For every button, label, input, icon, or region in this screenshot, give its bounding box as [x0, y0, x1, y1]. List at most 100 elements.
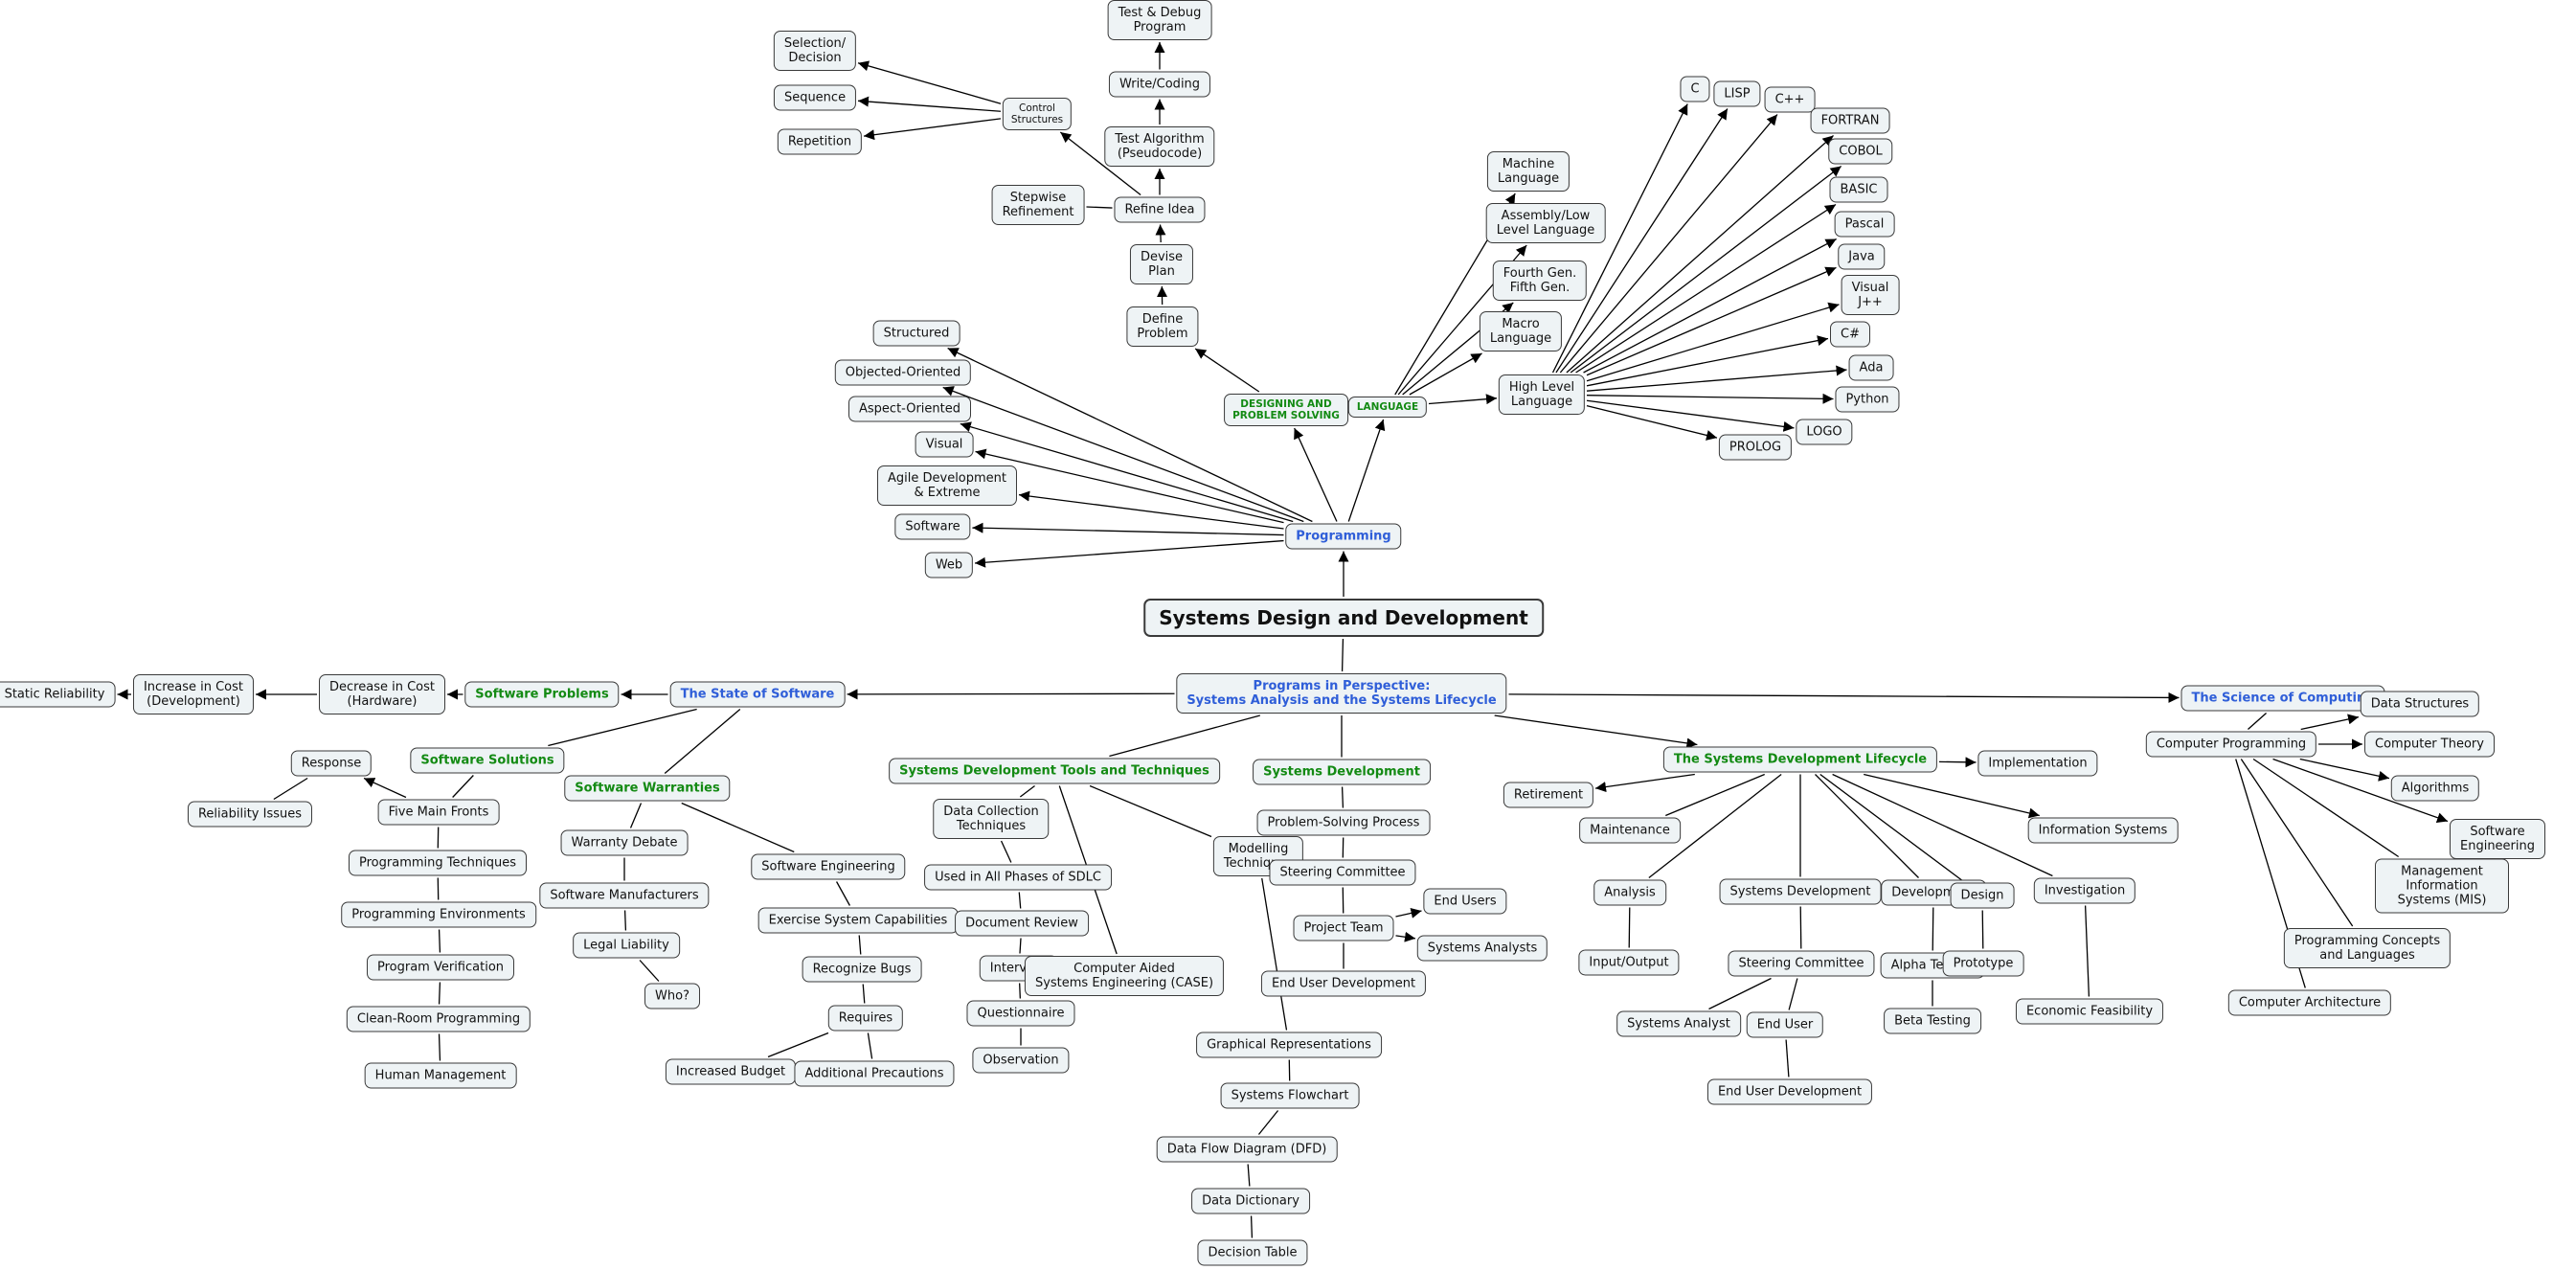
- node-fourth[interactable]: Fourth Gen.Fifth Gen.: [1492, 261, 1588, 301]
- node-repetition[interactable]: Repetition: [777, 128, 863, 155]
- node-swmanu[interactable]: Software Manufacturers: [539, 882, 710, 909]
- node-docrev[interactable]: Document Review: [955, 910, 1089, 937]
- node-oo[interactable]: Objected-Oriented: [834, 359, 972, 386]
- node-incdev[interactable]: Increase in Cost(Development): [132, 674, 255, 714]
- node-requires[interactable]: Requires: [827, 1005, 904, 1032]
- node-analysis[interactable]: Analysis: [1593, 879, 1666, 906]
- node-sysflow[interactable]: Systems Flowchart: [1220, 1082, 1360, 1109]
- node-design[interactable]: Design: [1950, 882, 2015, 909]
- node-wdebate[interactable]: Warranty Debate: [560, 829, 689, 856]
- node-compprog[interactable]: Computer Programming: [2145, 731, 2317, 758]
- node-refine[interactable]: Refine Idea: [1114, 196, 1206, 223]
- node-python[interactable]: Python: [1835, 386, 1900, 413]
- node-infosys[interactable]: Information Systems: [2027, 817, 2179, 844]
- node-swwarr[interactable]: Software Warranties: [564, 775, 731, 802]
- node-fortran[interactable]: FORTRAN: [1810, 107, 1890, 134]
- node-investigation[interactable]: Investigation: [2033, 877, 2136, 904]
- node-scicomp[interactable]: The Science of Computing: [2181, 685, 2385, 712]
- node-probsolv[interactable]: Problem-Solving Process: [1256, 809, 1431, 836]
- node-fivefronts[interactable]: Five Main Fronts: [377, 799, 500, 826]
- node-dectable[interactable]: Decision Table: [1197, 1239, 1308, 1266]
- node-prototype[interactable]: Prototype: [1942, 950, 2024, 977]
- node-incbudget[interactable]: Increased Budget: [665, 1058, 797, 1085]
- node-graphrep[interactable]: Graphical Representations: [1196, 1032, 1382, 1058]
- node-enduser2[interactable]: End User: [1746, 1011, 1824, 1038]
- node-sysdev2[interactable]: Systems Development: [1719, 878, 1882, 905]
- node-inout[interactable]: Input/Output: [1578, 949, 1680, 976]
- node-comparch[interactable]: Computer Architecture: [2227, 989, 2392, 1016]
- node-c[interactable]: C: [1680, 76, 1710, 102]
- node-testalg[interactable]: Test Algorithm(Pseudocode): [1104, 126, 1215, 167]
- node-addprec[interactable]: Additional Precautions: [794, 1060, 955, 1087]
- node-sdtt[interactable]: Systems Development Tools and Techniques: [889, 758, 1220, 784]
- node-retirement[interactable]: Retirement: [1503, 782, 1594, 808]
- node-persp[interactable]: Programs in Perspective:Systems Analysis…: [1176, 673, 1507, 714]
- node-who[interactable]: Who?: [644, 983, 700, 1009]
- node-swsol[interactable]: Software Solutions: [410, 747, 565, 774]
- node-datadict[interactable]: Data Dictionary: [1191, 1188, 1310, 1214]
- node-observation[interactable]: Observation: [972, 1047, 1070, 1074]
- node-dfd[interactable]: Data Flow Diagram (DFD): [1156, 1136, 1338, 1163]
- node-pascal[interactable]: Pascal: [1834, 211, 1895, 238]
- node-enduserdev2[interactable]: End User Development: [1706, 1078, 1873, 1105]
- node-cleanroom[interactable]: Clean-Room Programming: [346, 1006, 531, 1032]
- node-swprob[interactable]: Software Problems: [464, 681, 620, 708]
- node-lang[interactable]: LANGUAGE: [1347, 397, 1428, 418]
- node-human[interactable]: Human Management: [364, 1062, 517, 1089]
- node-econ[interactable]: Economic Feasibility: [2015, 998, 2164, 1025]
- node-selection[interactable]: Selection/Decision: [773, 31, 857, 71]
- node-beta[interactable]: Beta Testing: [1884, 1008, 1981, 1034]
- node-exercise[interactable]: Exercise System Capabilities: [757, 907, 959, 934]
- node-csharp[interactable]: C#: [1830, 321, 1870, 348]
- node-structured[interactable]: Structured: [872, 320, 960, 347]
- node-agile[interactable]: Agile Development& Extreme: [876, 465, 1018, 506]
- node-endusers[interactable]: End Users: [1423, 888, 1507, 915]
- node-dechw[interactable]: Decrease in Cost(Hardware): [319, 674, 445, 714]
- node-sweng2[interactable]: Software Engineering: [2450, 819, 2545, 859]
- node-visual[interactable]: Visual: [915, 431, 974, 458]
- node-sysanalysts[interactable]: Systems Analysts: [1416, 935, 1548, 962]
- node-logo[interactable]: LOGO: [1796, 419, 1853, 445]
- node-steering[interactable]: Steering Committee: [1269, 859, 1416, 886]
- node-sdlc[interactable]: The Systems Development Lifecycle: [1662, 746, 1938, 773]
- node-recog[interactable]: Recognize Bugs: [802, 956, 922, 983]
- node-cobol[interactable]: COBOL: [1828, 138, 1893, 165]
- node-progenv[interactable]: Programming Environments: [341, 901, 536, 928]
- node-lisp[interactable]: LISP: [1713, 80, 1761, 107]
- node-web[interactable]: Web: [924, 552, 974, 578]
- node-java[interactable]: Java: [1838, 243, 1886, 270]
- node-usedall[interactable]: Used in All Phases of SDLC: [924, 864, 1112, 891]
- node-maintenance[interactable]: Maintenance: [1579, 817, 1681, 844]
- node-cpp[interactable]: C++: [1764, 86, 1816, 113]
- node-progver[interactable]: Program Verification: [366, 954, 515, 981]
- node-steering2[interactable]: Steering Committee: [1728, 950, 1875, 977]
- node-comptheory[interactable]: Computer Theory: [2364, 731, 2495, 758]
- node-reliab[interactable]: Reliability Issues: [187, 801, 313, 828]
- node-legal[interactable]: Legal Liability: [573, 932, 680, 959]
- node-prolog[interactable]: PROLOG: [1718, 434, 1793, 461]
- node-root[interactable]: Systems Design and Development: [1143, 599, 1544, 637]
- node-projteam[interactable]: Project Team: [1293, 915, 1394, 941]
- node-sweng[interactable]: Software Engineering: [751, 853, 906, 880]
- node-state[interactable]: The State of Software: [669, 681, 846, 708]
- node-ao[interactable]: Aspect-Oriented: [848, 396, 971, 422]
- node-sysanalyst2[interactable]: Systems Analyst: [1616, 1010, 1741, 1037]
- node-enduserdev[interactable]: End User Development: [1260, 970, 1427, 997]
- node-sysdev[interactable]: Systems Development: [1253, 759, 1431, 785]
- node-prog[interactable]: Programming: [1285, 523, 1402, 550]
- node-datastruct[interactable]: Data Structures: [2360, 691, 2480, 717]
